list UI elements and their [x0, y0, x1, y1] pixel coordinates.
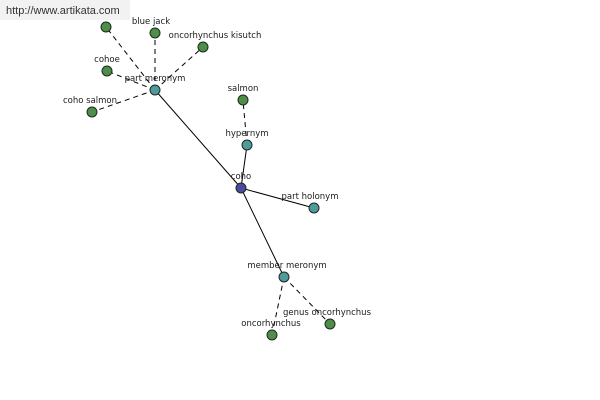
edge-part-meronym-to-coho-salmon — [91, 89, 156, 113]
node-part-holonym[interactable] — [308, 202, 320, 214]
node-genus-oncorhynchus[interactable] — [324, 318, 336, 330]
node-oncorhynchus[interactable] — [266, 329, 278, 341]
node-label-member-meronym[interactable]: member meronym — [247, 261, 326, 271]
nodes-layer — [86, 21, 336, 341]
edge-coho-to-member-meronym — [240, 187, 285, 278]
node-label-oncorhynchus[interactable]: oncorhynchus — [241, 319, 301, 329]
node-label-genus-oncorhynchus[interactable]: genus oncorhynchus — [283, 308, 372, 318]
node-cohoe[interactable] — [101, 65, 113, 77]
node-label-part-meronym[interactable]: part meronym — [125, 74, 186, 84]
node-label-hypernym[interactable]: hypernym — [225, 129, 268, 139]
node-part-meronym[interactable] — [149, 84, 161, 96]
node-oncorhynchus-kisutch[interactable] — [197, 41, 209, 53]
node-label-blue-jack[interactable]: blue jack — [132, 17, 170, 27]
edges-layer — [91, 26, 331, 336]
edge-coho-to-part-meronym — [154, 89, 242, 189]
node-salmon[interactable] — [237, 94, 249, 106]
node-coho[interactable] — [235, 182, 247, 194]
node-label-salmon[interactable]: salmon — [228, 84, 259, 94]
node-label-oncorhynchus-kisutch[interactable]: oncorhynchus kisutch — [169, 31, 262, 41]
site-url-watermark[interactable]: http://www.artikata.com — [0, 0, 130, 20]
node-hypernym[interactable] — [241, 139, 253, 151]
node-label-coho-salmon[interactable]: coho salmon — [63, 96, 117, 106]
edge-member-meronym-to-genus-oncorhynchus — [283, 276, 331, 325]
node-label-cohoe[interactable]: cohoe — [94, 55, 120, 65]
edge-coho-to-hypernym — [240, 144, 248, 189]
edge-hypernym-to-salmon — [242, 99, 248, 146]
edge-part-meronym-to-unlabeled-top — [105, 26, 156, 91]
edge-coho-to-part-holonym — [240, 187, 315, 209]
edge-part-meronym-to-oncorhynchus-kisutch — [154, 46, 204, 91]
node-coho-salmon[interactable] — [86, 106, 98, 118]
labels-layer: coho part meronym hypernym part holonym memb… — [63, 17, 372, 329]
edge-member-meronym-to-oncorhynchus — [271, 276, 285, 336]
node-label-coho[interactable]: coho — [231, 172, 251, 182]
node-unlabeled-top[interactable] — [100, 21, 112, 33]
node-blue-jack[interactable] — [149, 27, 161, 39]
node-member-meronym[interactable] — [278, 271, 290, 283]
node-label-part-holonym[interactable]: part holonym — [282, 192, 339, 202]
